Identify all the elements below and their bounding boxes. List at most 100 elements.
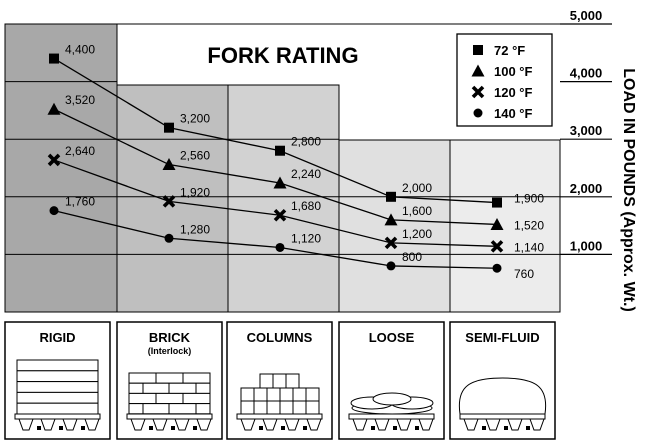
- columns-column-2-5: [292, 400, 307, 415]
- columns-column-2-4: [279, 400, 294, 415]
- columns-pallet-block-1: [259, 426, 263, 430]
- data-label-120-f-rigid: 2,640: [65, 144, 95, 158]
- columns-pallet-block-3: [303, 426, 307, 430]
- data-label-140-f-rigid: 1,760: [65, 195, 95, 209]
- legend-box: [456, 33, 553, 127]
- brick-pallet-block-1: [149, 426, 153, 430]
- point-140-f-loose: [386, 261, 396, 271]
- legend-marker-140-f: [473, 108, 483, 118]
- semi-fluid-pallet-block-1: [482, 426, 486, 430]
- point-100-f-columns: [273, 176, 287, 189]
- columns-column-2-3: [266, 400, 281, 415]
- rigid-layer-5: [16, 402, 99, 415]
- data-label-100-f-rigid: 3,520: [65, 93, 95, 107]
- columns-column-1-4: [279, 387, 294, 402]
- rigid-pallet-block-1: [37, 426, 41, 430]
- brick-pallet-leg-3: [174, 418, 190, 431]
- rigid-layer-3: [16, 381, 99, 393]
- rigid-pallet-deck: [14, 413, 101, 420]
- columns-pallet-leg-2: [262, 418, 278, 431]
- brick-pallet-deck: [126, 413, 213, 420]
- semi-fluid-pallet-block-2: [504, 426, 508, 430]
- legend-label-120-f: 120 °F: [494, 85, 533, 100]
- panel-columns: COLUMNS: [226, 321, 333, 440]
- columns-pallet-deck: [236, 413, 323, 420]
- columns-top-column-3: [285, 373, 300, 389]
- columns-panel-label: COLUMNS: [247, 330, 313, 345]
- data-label-120-f-loose: 1,200: [402, 227, 432, 241]
- columns-top-column-2: [272, 373, 287, 389]
- columns-pallet-leg-1: [240, 418, 256, 431]
- y-tick-label-3000: 3,000: [570, 123, 603, 138]
- rigid-pallet-block-3: [81, 426, 85, 430]
- legend-marker-100-f: [471, 64, 485, 77]
- legend-label-100-f: 100 °F: [494, 64, 533, 79]
- brick-pallet-leg-4: [196, 418, 212, 431]
- data-label-100-f-loose: 1,600: [402, 204, 432, 218]
- rigid-pallet-leg-4: [84, 418, 100, 431]
- brick-row-1: [128, 372, 211, 384]
- columns-column-1-5: [292, 387, 307, 402]
- loose-pallet-leg-3: [396, 418, 412, 431]
- columns-top-column-1: [259, 373, 274, 389]
- panel-loose: LOOSE: [338, 321, 445, 440]
- columns-column-2-2: [253, 400, 268, 415]
- columns-column-1-6: [305, 387, 320, 402]
- point-120-f-rigid: [47, 153, 61, 167]
- loose-pallet-block-3: [415, 426, 419, 430]
- panel-semi-fluid: SEMI-FLUID: [449, 321, 556, 440]
- series-layer: 4,4003,2002,8002,0001,9003,5202,5602,240…: [47, 43, 544, 281]
- loose-pallet-block-1: [371, 426, 375, 430]
- rigid-layer-4: [16, 391, 99, 404]
- data-label-100-f-columns: 2,240: [291, 167, 321, 181]
- columns-column-2-1: [240, 400, 255, 415]
- loose-pallet-deck: [348, 413, 435, 420]
- data-label-140-f-semi-fluid: 760: [514, 267, 534, 281]
- brick-pallet-block-3: [193, 426, 197, 430]
- y-tick-label-1000: 1,000: [570, 238, 603, 253]
- columns-pallet-leg-3: [284, 418, 300, 431]
- point-140-f-rigid: [49, 206, 59, 216]
- point-100-f-rigid: [47, 102, 61, 115]
- legend-marker-120-f: [471, 85, 485, 99]
- brick-pallet-leg-1: [130, 418, 146, 431]
- column-bg-columns: [227, 84, 340, 313]
- semi-fluid-pallet-deck: [459, 413, 546, 420]
- y-tick-label-5000: 5,000: [570, 8, 603, 23]
- data-label-72-f-rigid: 4,400: [65, 43, 95, 57]
- legend-label-72-f: 72 °F: [494, 43, 525, 58]
- data-label-140-f-loose: 800: [402, 250, 422, 264]
- series-120-f: 2,640 1,920 1,680 1,200 1,140: [47, 144, 544, 254]
- rigid-pallet-leg-2: [40, 418, 56, 431]
- data-label-120-f-brick: 1,920: [180, 185, 210, 199]
- column-bg-loose: [338, 139, 451, 313]
- rigid-layer-2: [16, 370, 99, 383]
- y-axis-label: LOAD IN POUNDS (Approx. Wt.): [620, 68, 637, 312]
- data-label-140-f-brick: 1,280: [180, 222, 210, 236]
- point-72-f-semi-fluid: [492, 197, 502, 208]
- loose-bag-top: [372, 392, 412, 406]
- data-label-100-f-brick: 2,560: [180, 149, 210, 163]
- y-tick-label-2000: 2,000: [570, 181, 603, 196]
- point-100-f-brick: [162, 158, 176, 171]
- brick-panel-label: BRICK: [149, 330, 191, 345]
- data-label-72-f-brick: 3,200: [180, 112, 210, 126]
- columns-pallet-leg-4: [306, 418, 322, 431]
- columns-pallet-block-2: [281, 426, 285, 430]
- semi-fluid-pallet-block-3: [526, 426, 530, 430]
- semi-fluid-fluid-mass: [458, 377, 547, 415]
- chart-title: FORK RATING: [207, 43, 358, 68]
- point-72-f-columns: [275, 145, 285, 156]
- point-140-f-columns: [275, 242, 285, 252]
- point-100-f-loose: [384, 213, 398, 226]
- point-72-f-loose: [386, 191, 396, 202]
- columns-column-1-1: [240, 387, 255, 402]
- data-label-120-f-columns: 1,680: [291, 199, 321, 213]
- data-label-120-f-semi-fluid: 1,140: [514, 240, 544, 254]
- brick-row-3: [128, 392, 211, 405]
